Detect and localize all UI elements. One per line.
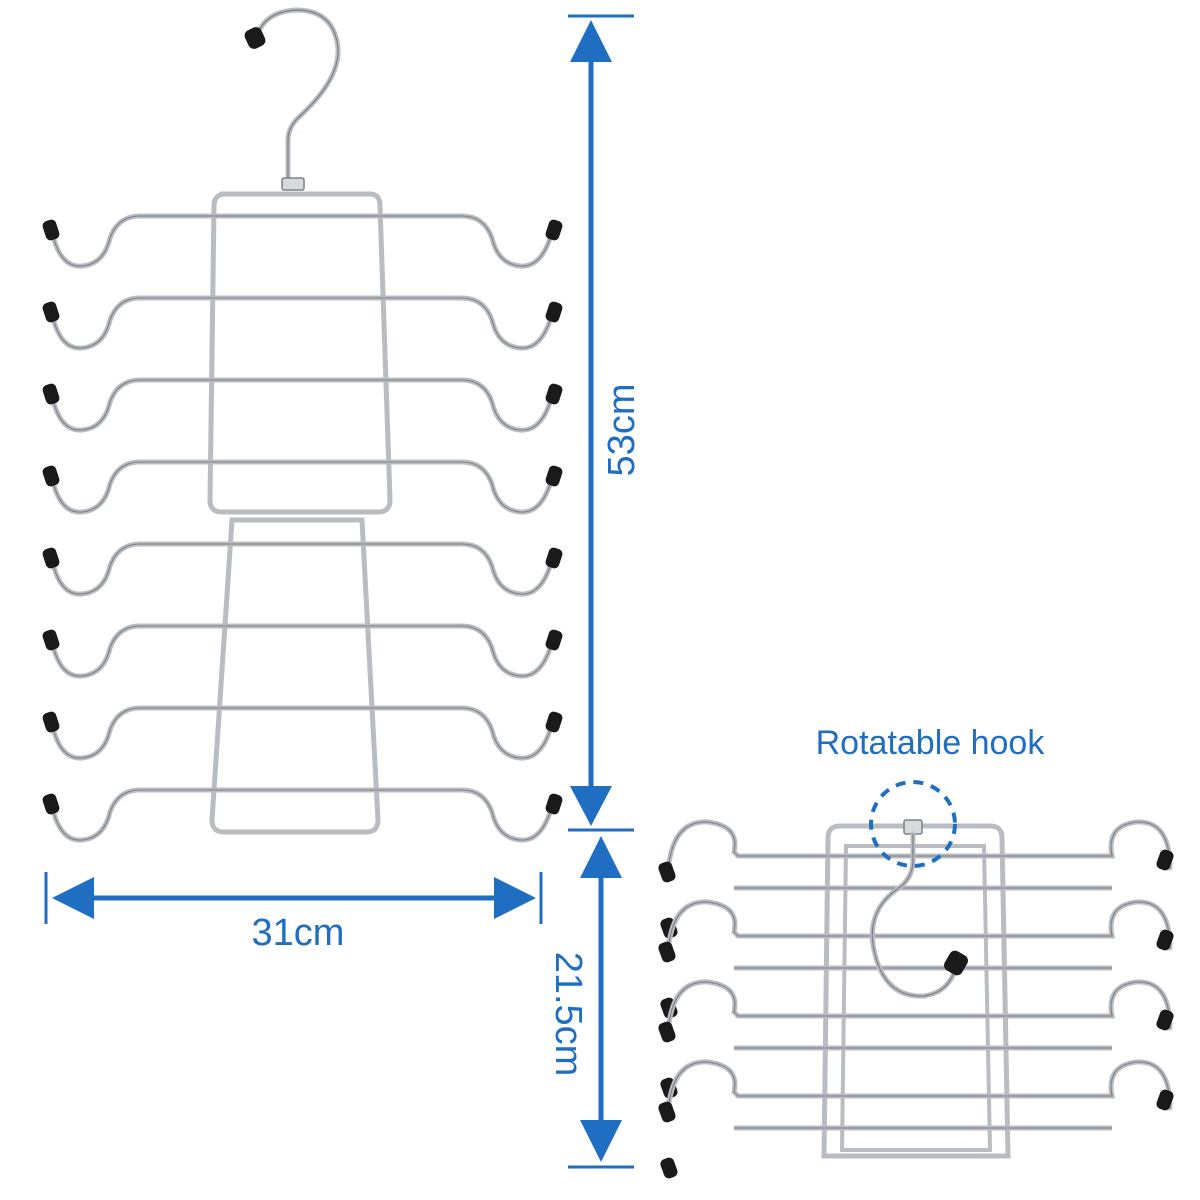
rubber-tip-icon [658, 941, 676, 963]
rubber-tip-icon [42, 629, 60, 651]
hanger-bar [42, 295, 563, 351]
folded-bar [658, 979, 1174, 1099]
arrow-down-icon [570, 786, 612, 826]
hanger-bars [42, 213, 563, 843]
folded-bar [658, 899, 1174, 1019]
hanger-bar [42, 623, 563, 679]
hanger-bar [42, 213, 563, 269]
rubber-tip-icon [42, 383, 60, 405]
folded-bar [658, 1059, 1174, 1179]
rubber-tip-icon [1156, 849, 1174, 871]
hanger-bar [42, 705, 563, 761]
hanger-bar [42, 541, 563, 597]
hanger-bar [42, 787, 563, 843]
rubber-tip-icon [545, 383, 563, 405]
rubber-tip-icon [545, 629, 563, 651]
height-dimension-unfolded: 21.5cm [547, 828, 634, 1169]
height-folded-label: 53cm [601, 384, 643, 477]
rubber-tip-icon [42, 793, 60, 815]
rubber-tip-icon [660, 1157, 678, 1179]
upper-frame [207, 191, 393, 515]
rubber-tip-icon [42, 219, 60, 241]
rubber-tip-icon [545, 711, 563, 733]
arrow-up-icon [570, 20, 612, 62]
hanger-folded-view [658, 780, 1174, 1179]
rubber-tip-icon [545, 301, 563, 323]
rotatable-hook-highlight-circle [869, 780, 957, 868]
rubber-tip-icon [1156, 1009, 1174, 1031]
folded-bars [658, 819, 1174, 1179]
lower-frame [209, 517, 381, 835]
hanger-bar [42, 459, 563, 515]
hanging-hook [244, 7, 341, 191]
rubber-tip-icon [658, 1101, 676, 1123]
rubber-tip-icon [545, 793, 563, 815]
hanger-bar [42, 377, 563, 433]
arrow-down-icon [580, 1120, 622, 1162]
height-dimension-folded: 53cm [568, 14, 643, 832]
arrow-left-icon [52, 877, 94, 919]
rubber-tip-icon [42, 547, 60, 569]
rotatable-hook-label: Rotatable hook [816, 724, 1046, 762]
rotated-hook [869, 819, 968, 999]
rubber-tip-icon [545, 219, 563, 241]
rubber-tip-icon [42, 465, 60, 487]
rubber-tip-icon [658, 1021, 676, 1043]
rubber-tip-icon [1156, 1089, 1174, 1111]
hanger-front-view [42, 7, 563, 843]
folded-frame [821, 823, 1011, 1159]
folded-bar [658, 819, 1174, 939]
height-unfolded-label: 21.5cm [547, 952, 589, 1077]
rubber-tip-icon [1156, 929, 1174, 951]
width-dimension: 31cm [44, 872, 543, 954]
arrow-right-icon [494, 877, 536, 919]
rubber-tip-icon [42, 711, 60, 733]
arrow-up-icon [580, 836, 622, 878]
rubber-tip-icon [658, 861, 676, 883]
rubber-tip-icon [42, 301, 60, 323]
rubber-tip-icon [545, 547, 563, 569]
width-label: 31cm [252, 912, 345, 954]
rubber-tip-icon [545, 465, 563, 487]
